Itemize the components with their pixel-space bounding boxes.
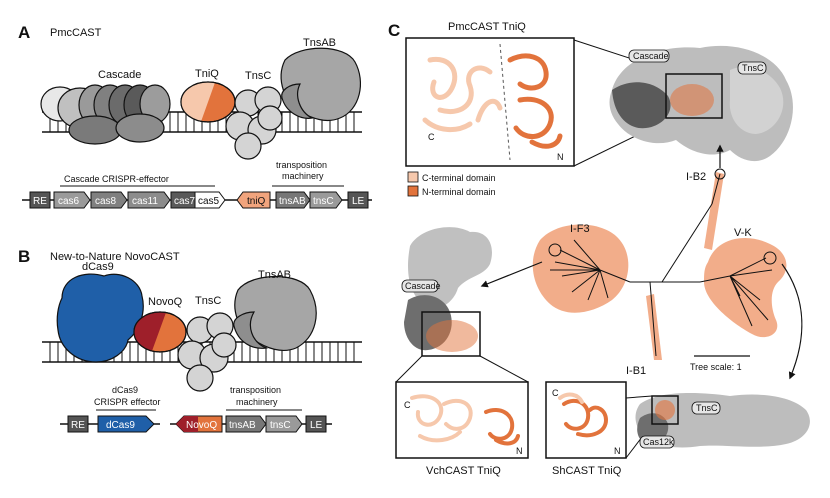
- tniq-protein: [180, 81, 236, 123]
- novoq-label: NovoQ: [148, 296, 183, 308]
- tniq-label: TniQ: [195, 68, 219, 80]
- panel-b: B New-to-Nature NovoCAST dCas9 NovoQ Tns…: [18, 247, 362, 433]
- tnsc-ring-a: [225, 86, 283, 160]
- legend-swatch-c: [407, 171, 419, 183]
- panel-a-title: PmcCAST: [50, 27, 102, 39]
- gene-cas7: cas7: [174, 196, 196, 207]
- clade-i-f3-region: [532, 224, 629, 313]
- gene-le-a: LE: [352, 196, 365, 207]
- bracket-dcas9-line1: dCas9: [112, 385, 138, 395]
- bracket-cascade: Cascade CRISPR-effector: [60, 174, 215, 187]
- bracket-transposition-b: transposition machinery: [226, 385, 302, 411]
- tnsab-protein-a: [280, 47, 362, 122]
- gene-cas6: cas6: [58, 196, 80, 207]
- panel-c-letter: C: [388, 21, 400, 40]
- bracket-cascade-label: Cascade CRISPR-effector: [64, 174, 169, 184]
- panel-b-title: New-to-Nature NovoCAST: [50, 251, 180, 263]
- gene-row-b: RE dCas9 NovoQ tnsAB tnsC LE: [60, 415, 332, 433]
- legend-n-terminal: N-terminal domain: [422, 187, 496, 197]
- pmc-n-terminus: N: [557, 152, 564, 162]
- gene-tnsc-b: tnsC: [270, 420, 291, 431]
- vch-tniq-inset: C N: [395, 381, 529, 459]
- bracket-transposition-line2-a: machinery: [282, 171, 324, 181]
- panel-a: A PmcCAST Cascade TniQ: [18, 23, 372, 209]
- panel-c: C PmcCAST TniQ C N C-term: [388, 21, 810, 477]
- gene-re-a: RE: [33, 196, 47, 207]
- panel-b-letter: B: [18, 247, 30, 266]
- gene-tnsc-a: tnsC: [313, 196, 334, 207]
- cascade-label: Cascade: [98, 69, 141, 81]
- gene-le-b: LE: [310, 420, 323, 431]
- tnsc-bottom-label: TnsC: [696, 403, 718, 413]
- cas12k-label: Cas12k: [643, 437, 674, 447]
- clade-label-v-k: V-K: [734, 227, 752, 239]
- vch-structure: Cascade: [395, 227, 529, 383]
- bracket-transposition-a: transposition machinery: [272, 160, 344, 187]
- tnsc-ring-b: [177, 312, 237, 392]
- gene-novoq: NovoQ: [186, 420, 217, 431]
- bracket-dcas9: dCas9 CRISPR effector: [94, 385, 160, 411]
- tnsab-label-b: TnsAB: [258, 269, 291, 281]
- tnsc-top-label: TnsC: [742, 63, 764, 73]
- gene-re-b: RE: [71, 420, 85, 431]
- sh-n-terminus: N: [614, 446, 621, 456]
- vch-n-terminus: N: [516, 446, 523, 456]
- vch-caption: VchCAST TniQ: [426, 465, 501, 477]
- sh-structure: TnsC Cas12k: [635, 393, 810, 449]
- inset-title-pmc: PmcCAST TniQ: [448, 21, 526, 33]
- gene-tnsab-a: tnsAB: [279, 196, 306, 207]
- domain-legend: C-terminal domain N-terminal domain: [407, 171, 496, 197]
- panel-a-letter: A: [18, 23, 30, 42]
- cascade-complex: [40, 84, 171, 145]
- gene-dcas9: dCas9: [106, 420, 135, 431]
- bracket-transposition-line1-b: transposition: [230, 385, 281, 395]
- bracket-transposition-line1-a: transposition: [276, 160, 327, 170]
- legend-c-terminal: C-terminal domain: [422, 173, 496, 183]
- novoq-protein: [133, 311, 187, 353]
- gene-cas5: cas5: [198, 196, 220, 207]
- gene-tniq: tniQ: [247, 196, 266, 207]
- dcas9-label: dCas9: [82, 261, 114, 273]
- sh-c-terminus: C: [552, 388, 559, 398]
- phylogenetic-tree: I-B2 I-F3 V-K I-B1 Tree scale: 1: [480, 144, 803, 380]
- bracket-dcas9-line2: CRISPR effector: [94, 397, 160, 407]
- gene-cas8: cas8: [95, 196, 117, 207]
- legend-swatch-n: [407, 185, 419, 197]
- pmc-c-terminus: C: [428, 132, 435, 142]
- gene-row-a: RE cas6 cas8 cas11 cas7 cas5 tniQ tnsAB …: [22, 191, 372, 209]
- cascade-top-label: Cascade: [633, 51, 669, 61]
- vch-c-terminus: C: [404, 400, 411, 410]
- tnsab-label-a: TnsAB: [303, 37, 336, 49]
- clade-label-i-b1: I-B1: [626, 365, 646, 377]
- dcas9-protein: [56, 273, 144, 363]
- pmc-structure: Cascade TnsC: [609, 45, 793, 162]
- gene-tnsab-b: tnsAB: [229, 420, 256, 431]
- gene-cas11: cas11: [132, 196, 158, 207]
- clade-label-i-f3: I-F3: [570, 223, 590, 235]
- tnsc-label-b: TnsC: [195, 295, 221, 307]
- bracket-transposition-line2-b: machinery: [236, 397, 278, 407]
- tree-scale-label: Tree scale: 1: [690, 362, 742, 372]
- tnsab-protein-b: [233, 275, 317, 352]
- cascade-left-label: Cascade: [405, 281, 441, 291]
- tnsc-label-a: TnsC: [245, 70, 271, 82]
- clade-i-b2-region: [704, 172, 724, 250]
- sh-caption: ShCAST TniQ: [552, 465, 622, 477]
- clade-label-i-b2: I-B2: [686, 171, 706, 183]
